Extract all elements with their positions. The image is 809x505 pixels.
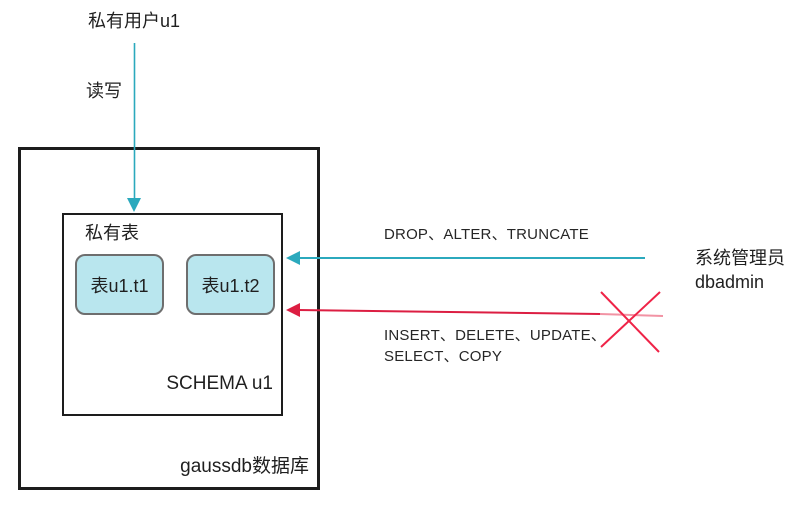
private-user-label: 私有用户u1 [88, 11, 181, 31]
allowed-operations-label: DROP、ALTER、TRUNCATE [384, 226, 589, 243]
system-admin-title: 系统管理员 [695, 248, 785, 268]
table-u1-t2-label: 表u1.t2 [201, 275, 260, 296]
table-u1-t1-box: 表u1.t1 [75, 254, 164, 315]
table-u1-t2-box: 表u1.t2 [186, 254, 275, 315]
read-write-label: 读写 [86, 81, 122, 101]
gaussdb-database-box: 私有表 表u1.t1 表u1.t2 SCHEMA u1 gaussdb数据库 [18, 147, 320, 490]
denied-ops-arrow-line-light [599, 313, 664, 317]
private-table-label: 私有表 [85, 223, 139, 243]
system-admin-label: 系统管理员 dbadmin [695, 246, 785, 294]
denied-operations-line1: INSERT、DELETE、UPDATE、 [384, 327, 607, 344]
schema-u1-label: SCHEMA u1 [166, 373, 273, 395]
cross-out-icon-stroke2 [600, 291, 661, 348]
denied-operations-label: INSERT、DELETE、UPDATE、 SELECT、COPY [384, 325, 606, 367]
cross-out-icon-stroke1 [600, 291, 660, 353]
schema-u1-box: 私有表 表u1.t1 表u1.t2 SCHEMA u1 [62, 213, 283, 416]
table-u1-t1-label: 表u1.t1 [90, 275, 149, 296]
denied-operations-line2: SELECT、COPY [384, 348, 503, 365]
system-admin-username: dbadmin [695, 272, 765, 292]
denied-ops-arrow-line [297, 309, 601, 315]
gaussdb-database-label: gaussdb数据库 [180, 456, 309, 478]
